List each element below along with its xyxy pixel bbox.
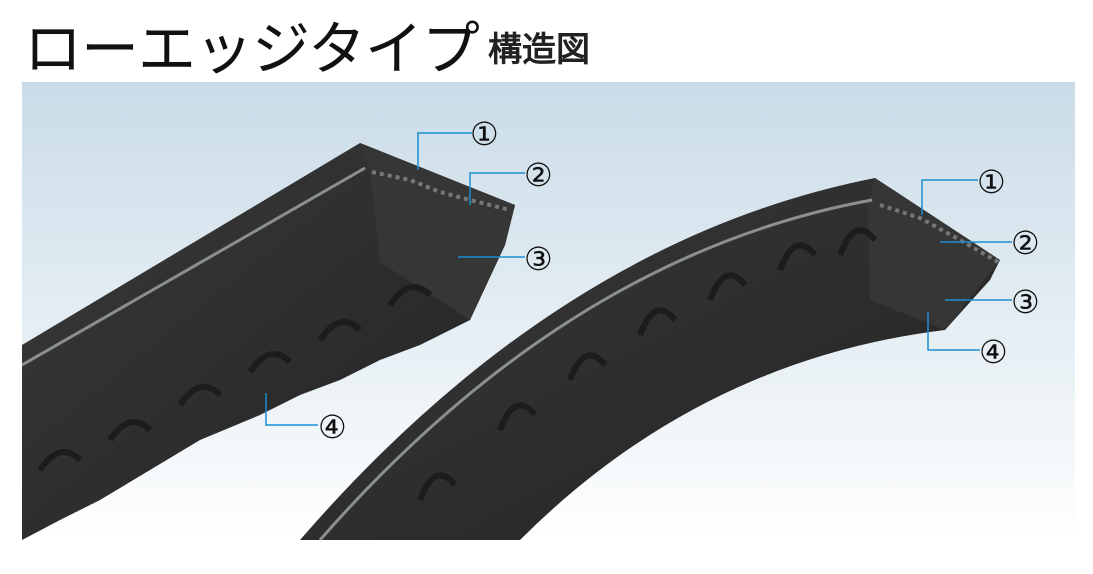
left-label-1: ① [470, 115, 499, 153]
right-belt [300, 178, 1000, 540]
right-label-2: ② [1011, 224, 1040, 262]
belt-diagram: ① ② ③ ④ ① ② ③ ④ [22, 115, 1040, 540]
right-label-4: ④ [979, 333, 1008, 371]
page-title: ローエッジタイプ [24, 15, 480, 83]
left-label-2: ② [524, 156, 553, 194]
leader-lines [265, 132, 1012, 426]
page-subtitle: 構造図 [488, 30, 590, 70]
right-label-3: ③ [1011, 283, 1040, 321]
left-label-3: ③ [524, 240, 553, 278]
diagram-panel: ① ② ③ ④ ① ② ③ ④ [22, 82, 1075, 540]
right-label-1: ① [977, 163, 1006, 201]
left-label-4: ④ [318, 408, 347, 446]
left-belt [22, 143, 515, 540]
